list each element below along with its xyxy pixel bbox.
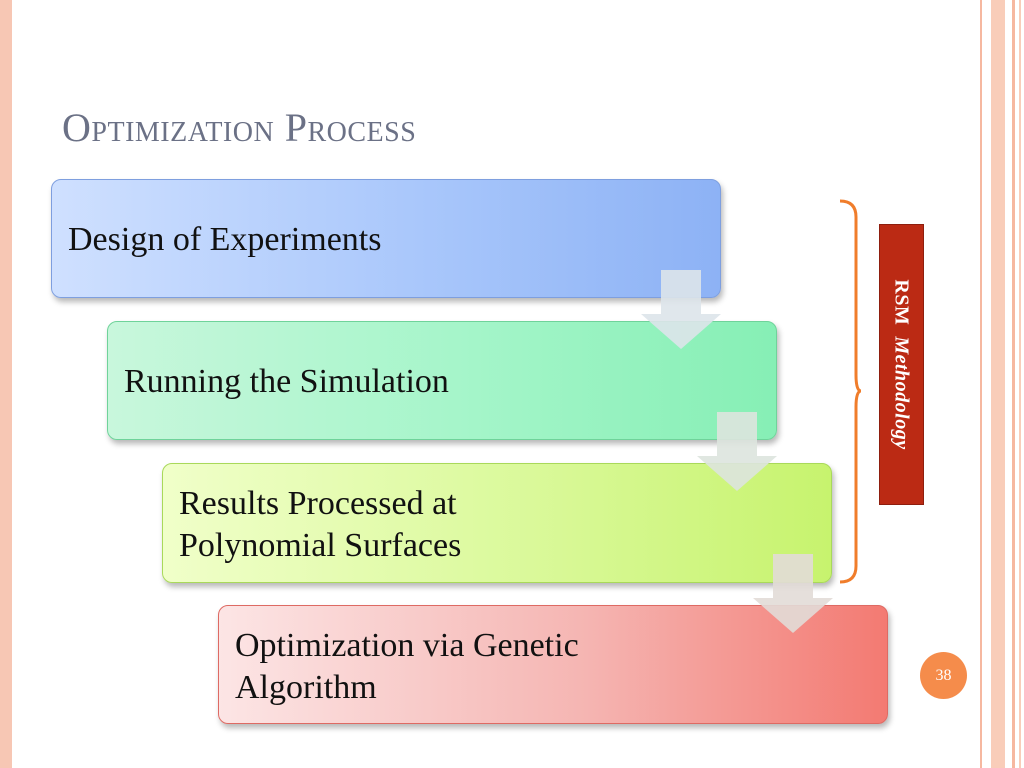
frame-line-right-inner bbox=[980, 0, 982, 768]
frame-line-right-outer bbox=[1012, 0, 1015, 768]
rsm-label-text: RSM Methodology bbox=[890, 279, 913, 449]
step-label: Results Processed at Polynomial Surfaces bbox=[179, 485, 462, 564]
slide-title: Optimization Process bbox=[62, 105, 417, 150]
frame-line-right-edge bbox=[1019, 0, 1021, 768]
step-label: Design of Experiments bbox=[68, 221, 382, 258]
down-arrow-icon bbox=[641, 270, 721, 349]
rsm-label-emphasis: Methodology bbox=[891, 336, 914, 450]
rsm-label-prefix: RSM bbox=[891, 279, 914, 326]
process-step-running-simulation: Running the Simulation bbox=[107, 321, 777, 440]
page-number: 38 bbox=[935, 666, 952, 684]
right-brace-icon bbox=[839, 199, 862, 584]
down-arrow-icon bbox=[697, 412, 777, 491]
down-arrow-icon bbox=[753, 554, 833, 633]
process-step-results-processed: Results Processed at Polynomial Surfaces bbox=[162, 463, 832, 583]
frame-line-left bbox=[0, 0, 12, 768]
frame-band-right bbox=[991, 0, 1005, 768]
page-number-badge: 38 bbox=[920, 652, 967, 699]
process-step-genetic-algorithm: Optimization via Genetic Algorithm bbox=[218, 605, 888, 724]
rsm-methodology-label: RSM Methodology bbox=[879, 224, 924, 505]
process-step-design-of-experiments: Design of Experiments bbox=[51, 179, 721, 298]
step-label: Running the Simulation bbox=[124, 363, 449, 400]
step-label: Optimization via Genetic Algorithm bbox=[235, 627, 579, 706]
